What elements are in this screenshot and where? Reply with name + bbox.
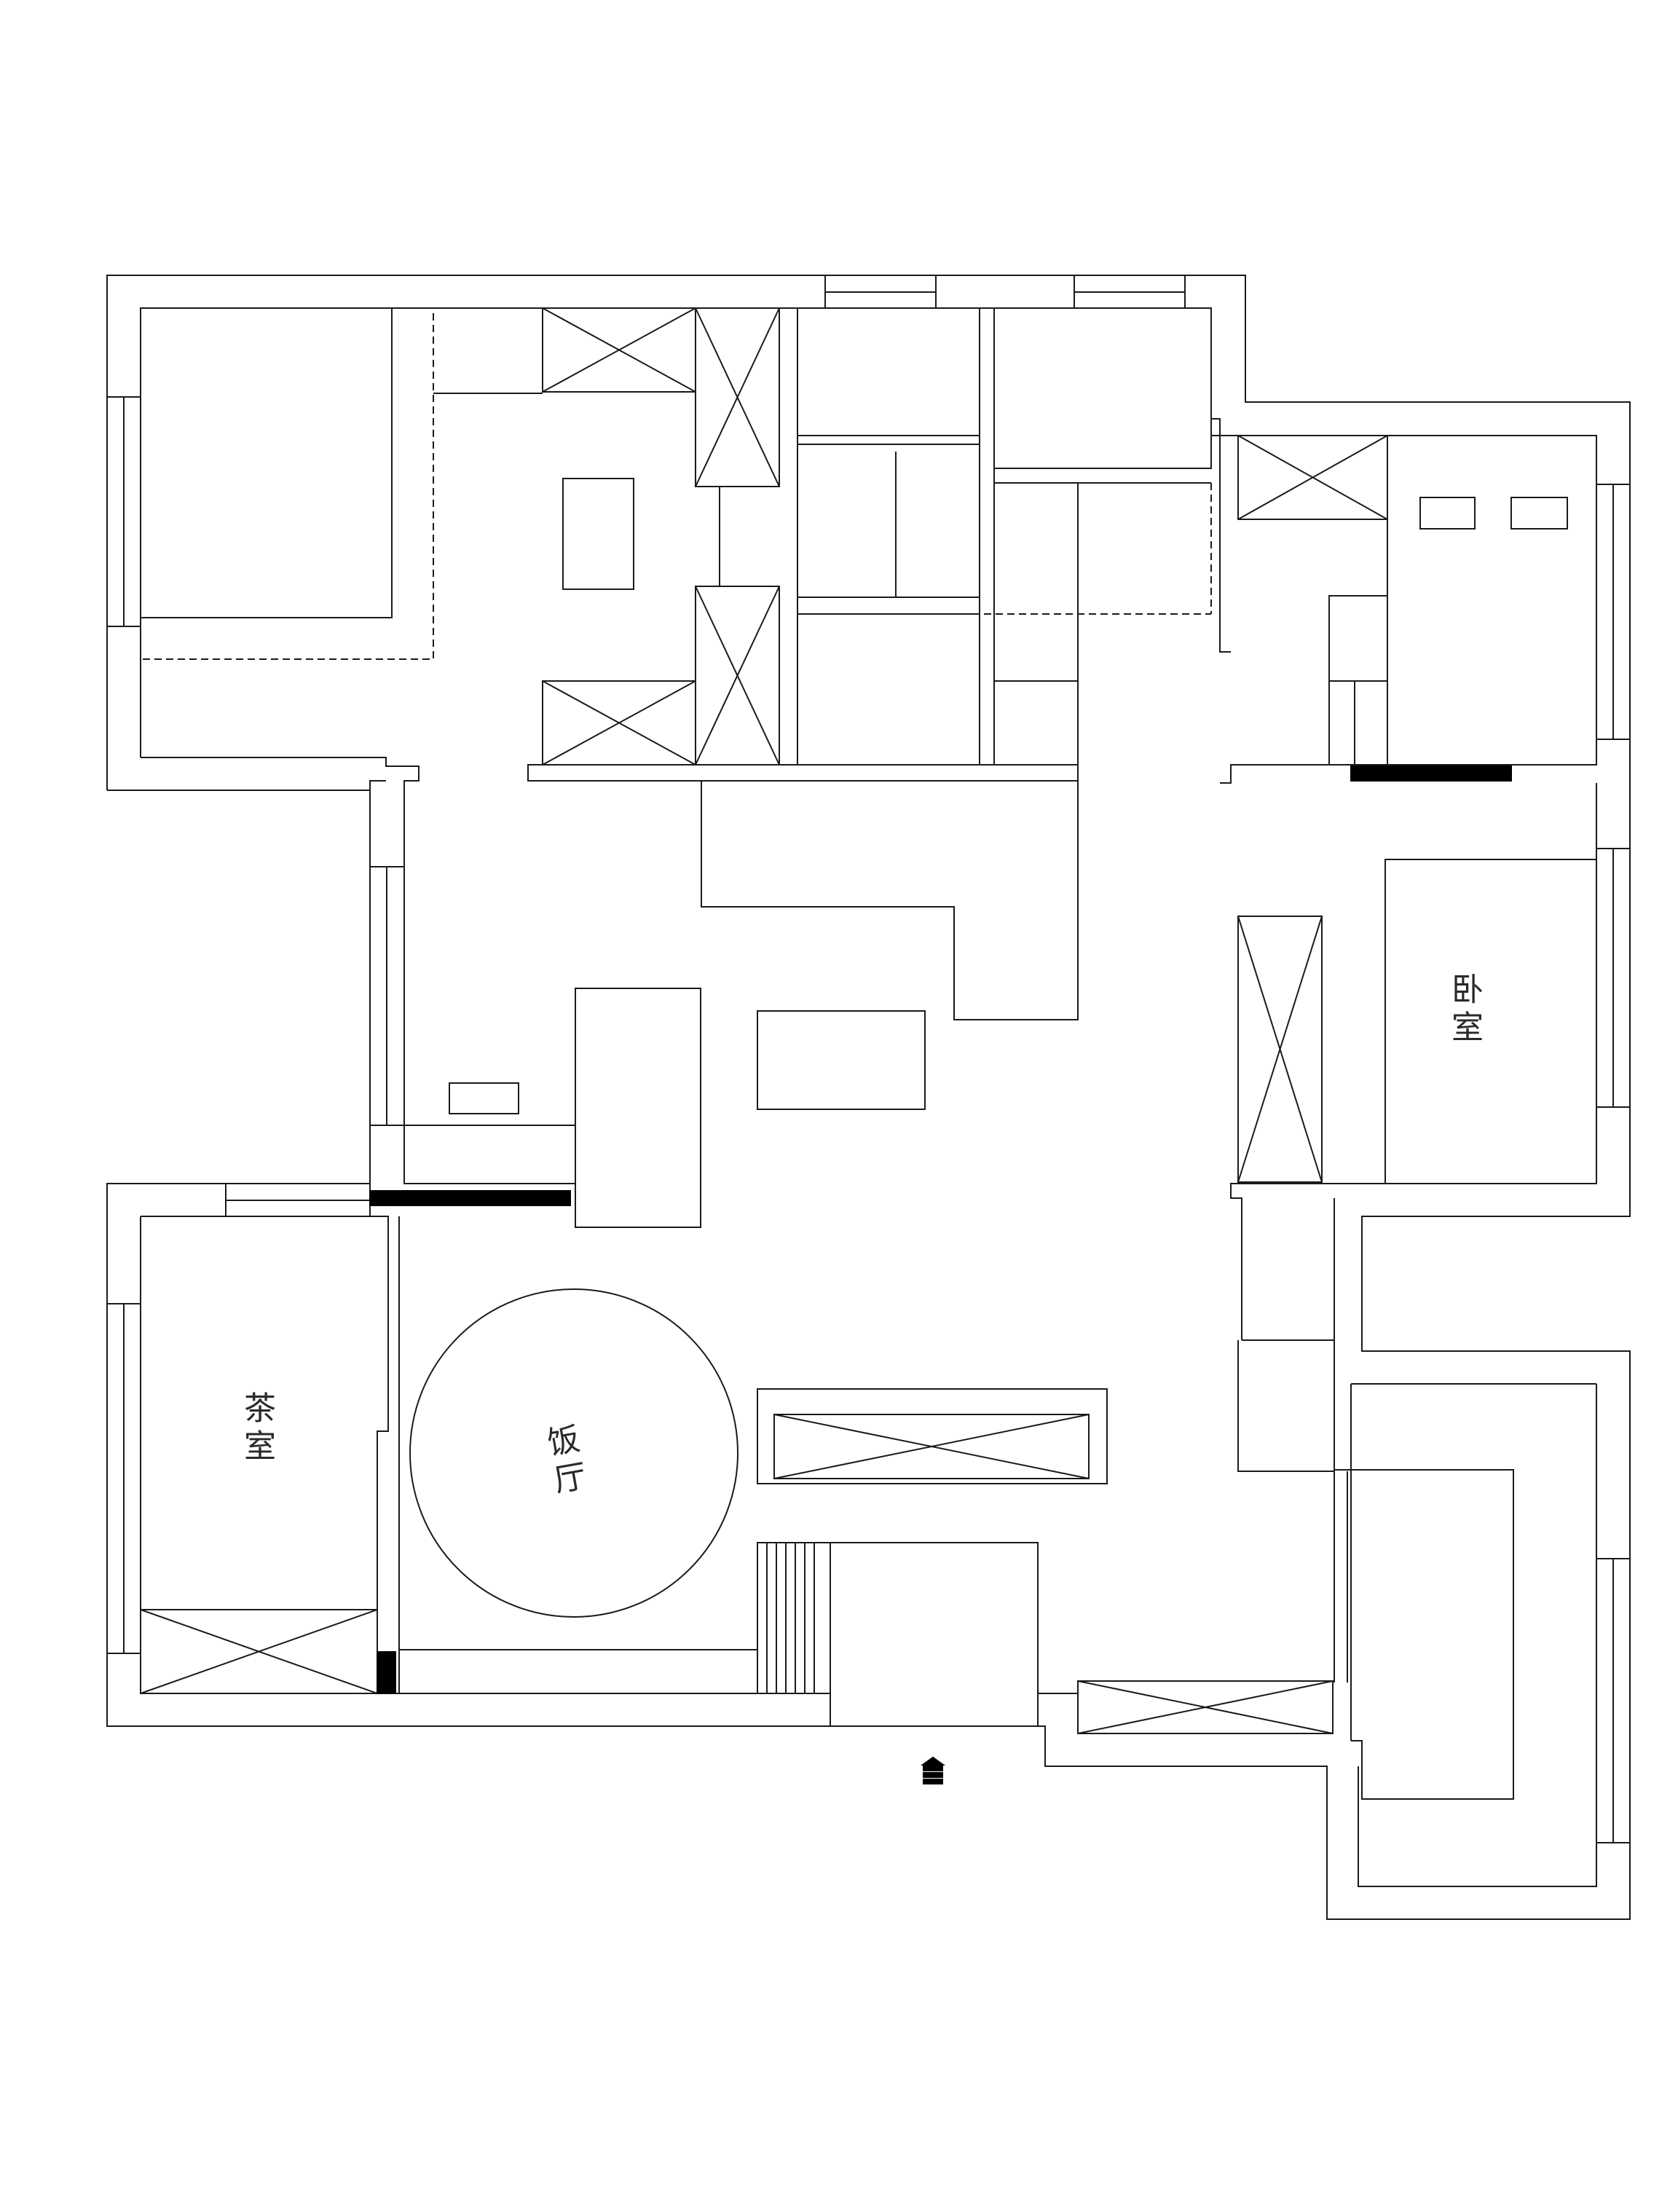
right-bedroom	[1384, 859, 1597, 1184]
solid-walls	[369, 765, 1512, 1694]
bedroom-label: 卧室	[1446, 972, 1483, 1048]
wardrobes	[140, 307, 1388, 1734]
bathroom-block	[527, 307, 1231, 1020]
entry-stair	[757, 1542, 1039, 1726]
outer-walls	[106, 275, 1631, 1920]
windows	[106, 275, 1631, 1843]
top-right-bedroom	[1328, 435, 1596, 765]
tea-room-label: 茶室	[238, 1391, 275, 1467]
top-left-bedroom	[140, 307, 634, 660]
dining-table	[409, 1288, 738, 1618]
living-furniture	[403, 988, 1108, 1484]
tea-room	[141, 1216, 758, 1694]
bottom-right-room	[1237, 1198, 1596, 1800]
entrance-arrow-icon	[920, 1756, 946, 1784]
